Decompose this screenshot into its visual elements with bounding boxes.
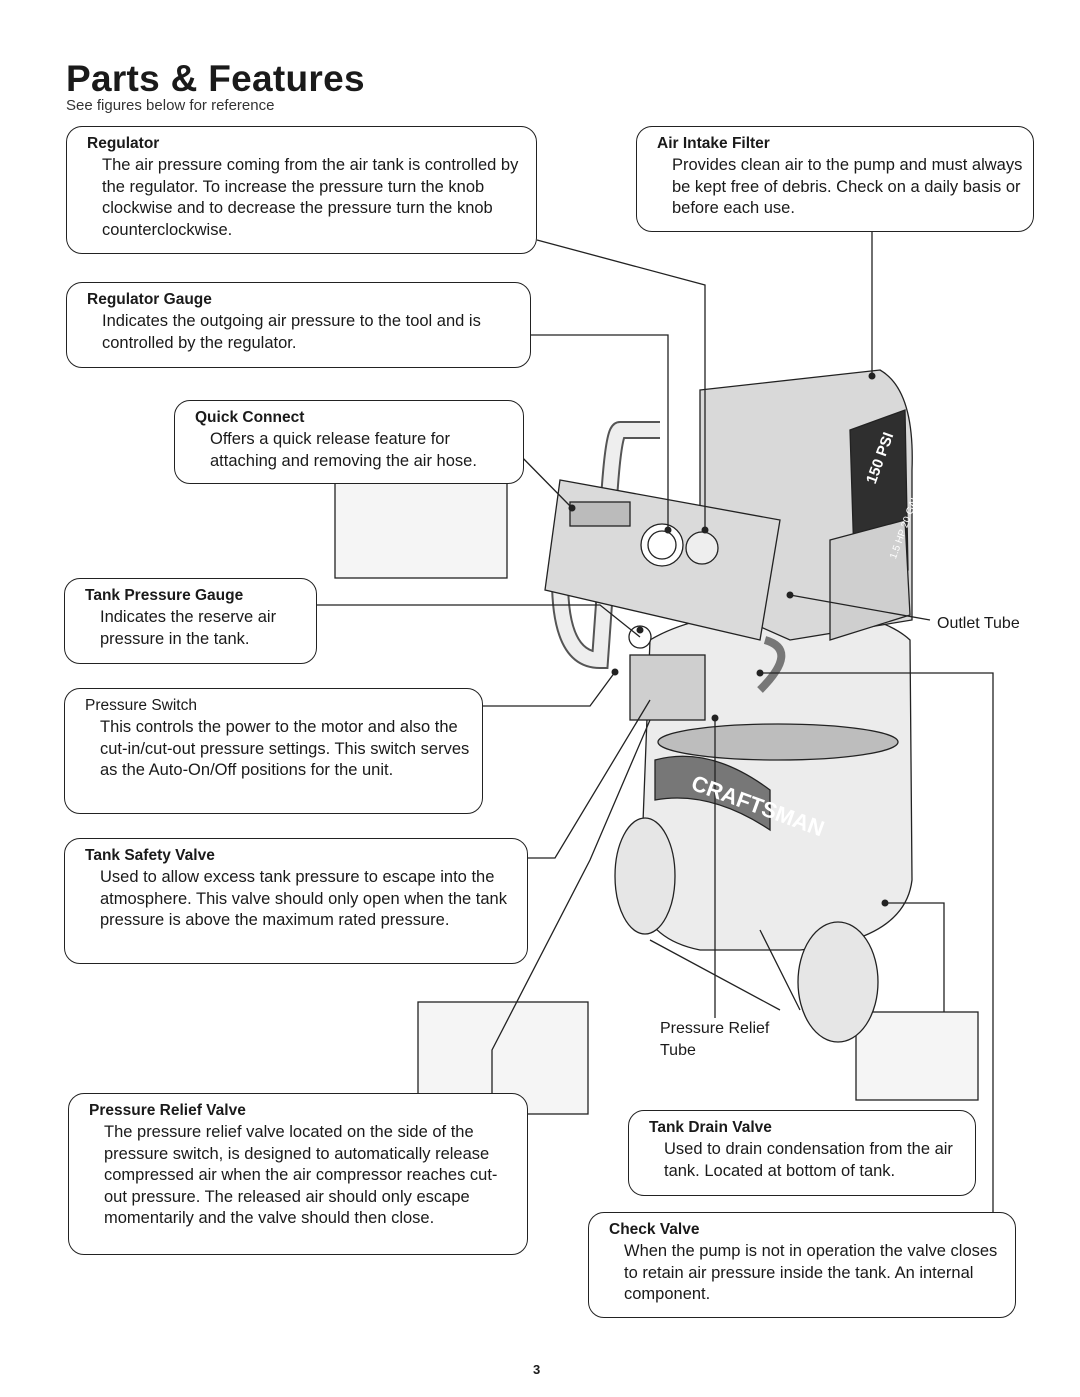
- feature-heading: Tank Drain Valve: [649, 1119, 772, 1136]
- feature-air-intake-filter: Air Intake Filter Provides clean air to …: [636, 126, 1034, 232]
- feature-check-valve: Check Valve When the pump is not in oper…: [588, 1212, 1016, 1318]
- feature-heading: Air Intake Filter: [657, 135, 770, 152]
- feature-pressure-switch: Pressure Switch This controls the power …: [64, 688, 483, 814]
- outlet-tube-drawing: [757, 636, 786, 693]
- feature-text: Used to drain condensation from the air …: [664, 1140, 953, 1180]
- feature-text: The pressure relief valve located on the…: [104, 1123, 498, 1227]
- feature-tank-drain-valve: Tank Drain Valve Used to drain condensat…: [628, 1110, 976, 1196]
- feature-heading: Regulator: [87, 135, 160, 152]
- feature-heading: Pressure Relief Valve: [89, 1102, 246, 1119]
- wheel-left: [614, 817, 676, 935]
- feature-heading: Tank Pressure Gauge: [85, 587, 244, 604]
- feature-heading: Tank Safety Valve: [85, 847, 215, 864]
- outlet-tube-label: Outlet Tube: [937, 615, 1020, 632]
- feature-quick-connect: Quick Connect Offers a quick release fea…: [174, 400, 524, 484]
- feature-heading: Pressure Switch: [85, 697, 197, 714]
- page-subtitle: See figures below for reference: [66, 97, 275, 114]
- feature-tank-pressure-gauge: Tank Pressure Gauge Indicates the reserv…: [64, 578, 317, 664]
- feature-text: The air pressure coming from the air tan…: [102, 156, 519, 239]
- feature-heading: Check Valve: [609, 1221, 700, 1238]
- feature-heading: Regulator Gauge: [87, 291, 212, 308]
- feature-text: Used to allow excess tank pressure to es…: [100, 868, 507, 929]
- feature-text: Indicates the outgoing air pressure to t…: [102, 312, 481, 352]
- quick-connect-inset: [334, 479, 508, 579]
- quick-connect-drawing: [569, 501, 631, 527]
- feature-text: Offers a quick release feature for attac…: [210, 430, 477, 470]
- feature-text: Indicates the reserve air pressure in th…: [100, 608, 277, 648]
- feature-text: This controls the power to the motor and…: [100, 718, 470, 779]
- feature-regulator-gauge: Regulator Gauge Indicates the outgoing a…: [66, 282, 531, 368]
- drain-valve-inset: [855, 1011, 979, 1101]
- regulator-gauge-drawing: [640, 523, 684, 567]
- tank-label: [654, 755, 771, 832]
- feature-heading: Quick Connect: [195, 409, 305, 426]
- feature-text: When the pump is not in operation the va…: [624, 1242, 998, 1303]
- page-number: 3: [533, 1362, 541, 1377]
- feature-tank-safety-valve: Tank Safety Valve Used to allow excess t…: [64, 838, 528, 964]
- pressure-relief-tube-label: Pressure Relief Tube: [660, 1020, 770, 1059]
- wheel-right: [797, 921, 879, 1043]
- feature-pressure-relief-valve: Pressure Relief Valve The pressure relie…: [68, 1093, 528, 1255]
- feature-text: Provides clean air to the pump and must …: [672, 156, 1023, 217]
- feature-regulator: Regulator The air pressure coming from t…: [66, 126, 537, 254]
- page-title: Parts & Features: [66, 58, 365, 99]
- regulator-knob-drawing: [685, 531, 719, 565]
- pressure-switch-drawing: [629, 654, 706, 721]
